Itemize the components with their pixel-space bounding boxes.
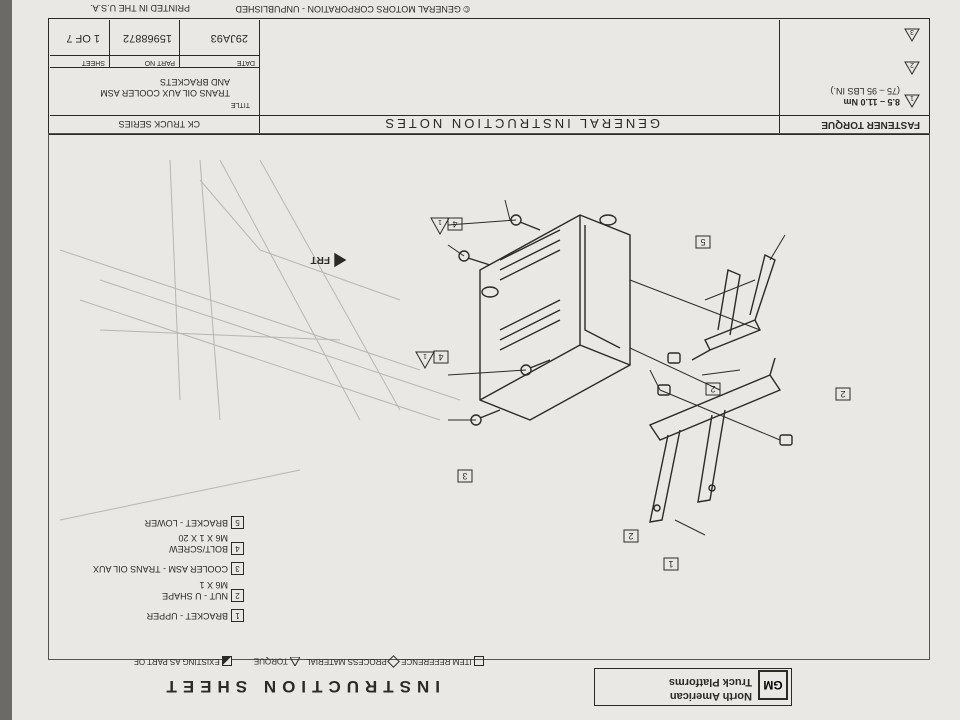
svg-text:1: 1 — [910, 94, 914, 101]
svg-text:4: 4 — [438, 352, 443, 362]
svg-text:1: 1 — [438, 218, 442, 225]
callout-2: 2 — [835, 387, 851, 401]
callout-3: 3 — [457, 469, 473, 483]
callout-4: 4 — [447, 217, 463, 231]
legend-process-material: PROCESS MATERIAL — [306, 654, 400, 668]
legend-existing: EXISTING AS PART OF — [134, 656, 232, 666]
callout-1: 1 — [663, 557, 679, 571]
torque-triangle-icon: 1 — [415, 351, 435, 370]
callout-5: 5 — [695, 235, 711, 249]
svg-text:1: 1 — [668, 559, 673, 569]
torque-mark-2: 2 — [904, 56, 920, 75]
cooler-assembly — [479, 214, 631, 421]
background-vehicle-sketch — [59, 159, 461, 521]
bolt-screw — [510, 214, 541, 231]
torque-triangle-icon: 3 — [904, 28, 920, 42]
svg-text:5: 5 — [700, 237, 705, 247]
callout-4: 4 — [433, 350, 449, 364]
bolt-screw — [458, 250, 491, 266]
torque-mark-3: 3 — [904, 23, 920, 42]
svg-text:2: 2 — [910, 61, 914, 68]
svg-text:2: 2 — [628, 531, 633, 541]
instruction-sheet-paper — [12, 0, 960, 720]
torque-triangle-icon: 1 — [904, 94, 920, 108]
existing-icon — [222, 656, 232, 666]
org-line-1: North American — [669, 690, 752, 702]
svg-text:2: 2 — [710, 384, 715, 394]
legend-item-reference: ITEM REFERENCE — [401, 656, 484, 666]
sheet-title: INSTRUCTION SHEET — [160, 677, 440, 696]
u-nut — [657, 384, 671, 396]
u-nut — [667, 352, 681, 364]
svg-text:1: 1 — [423, 352, 427, 359]
svg-text:2: 2 — [840, 389, 845, 399]
item-reference-icon — [474, 656, 484, 666]
callout-2: 2 — [623, 529, 639, 543]
torque-icon — [289, 655, 301, 668]
org-line-2: Truck Platforms — [668, 676, 752, 688]
lower-bracket — [691, 253, 776, 361]
u-nut — [779, 434, 793, 446]
svg-text:3: 3 — [462, 471, 467, 481]
front-arrow-icon — [334, 252, 347, 268]
process-material-icon — [387, 654, 400, 668]
callout-2: 2 — [705, 382, 721, 396]
upper-bracket — [648, 357, 782, 523]
legend-torque: TORQUE — [254, 655, 301, 668]
torque-triangle-icon: 2 — [904, 61, 920, 75]
svg-text:3: 3 — [910, 28, 914, 35]
svg-text:4: 4 — [452, 219, 457, 229]
bolt-screw — [470, 409, 501, 426]
torque-mark-1: 1 — [904, 89, 920, 108]
front-label: FRT — [311, 254, 330, 265]
bolt-screw — [520, 359, 551, 376]
torque-triangle-icon: 1 — [430, 217, 450, 236]
